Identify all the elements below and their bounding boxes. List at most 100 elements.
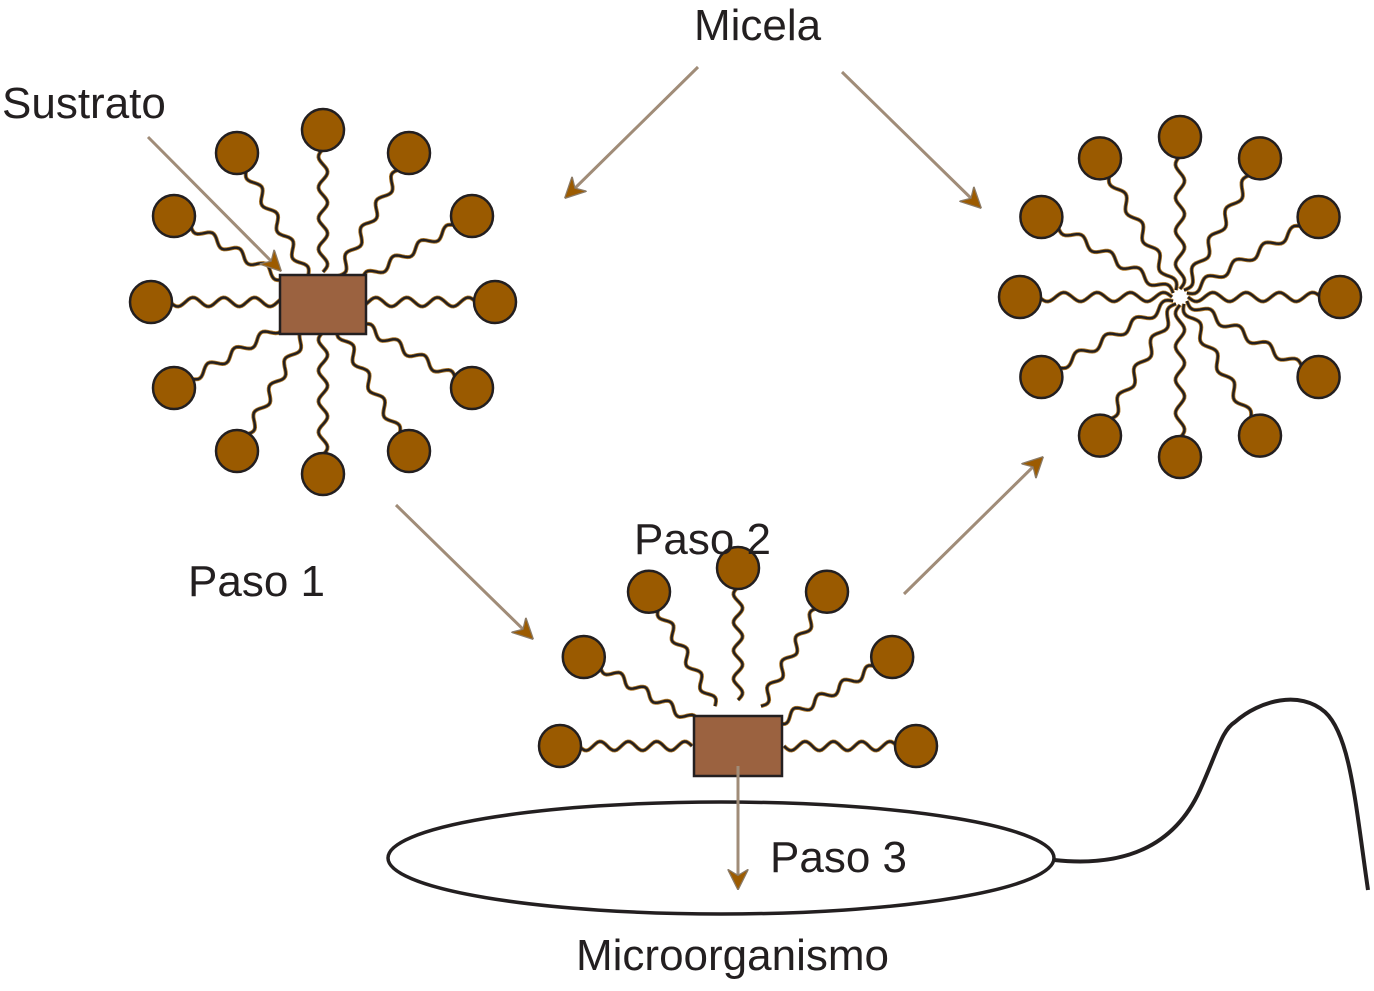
surfactant-molecule: [1181, 303, 1283, 458]
hydrophilic-head: [214, 130, 260, 176]
label-paso2: Paso 2: [634, 515, 771, 564]
hydrophobic-tail: [246, 326, 309, 436]
surfactant-molecule: [777, 634, 915, 727]
hydrophilic-head: [1019, 194, 1064, 240]
hydrophilic-head: [128, 279, 174, 325]
surfactant-molecule: [537, 723, 694, 769]
surfactant-molecule: [1186, 274, 1363, 320]
micelle-with-substrate: [128, 107, 518, 497]
surfactant-molecule: [214, 130, 311, 277]
hydrophobic-tail: [777, 664, 876, 726]
hydrophilic-head: [1157, 434, 1203, 480]
hydrophobic-tail: [578, 740, 693, 752]
surfactant-molecule: [626, 569, 719, 707]
hydrophobic-tail: [169, 296, 294, 308]
hydrophilic-head: [893, 723, 939, 769]
hydrophilic-head: [1237, 413, 1283, 458]
surfactant-molecule: [214, 326, 309, 474]
hydrophilic-head: [449, 193, 495, 239]
surfactant-molecule: [151, 193, 299, 288]
surfactant-molecule: [561, 634, 701, 724]
surfactant-molecule: [335, 327, 432, 474]
hydrophobic-tail: [244, 169, 311, 277]
hydrophilic-head: [804, 569, 850, 615]
hydrophilic-head: [449, 365, 495, 411]
hydrophilic-head: [715, 545, 761, 591]
label-microorganismo: Microorganismo: [576, 931, 889, 980]
label-paso1: Paso 1: [188, 557, 325, 606]
hydrophilic-head: [1157, 114, 1203, 160]
hydrophobic-tail: [1185, 300, 1304, 368]
hydrophobic-tail: [1174, 304, 1186, 439]
hydrophobic-tail: [335, 327, 402, 435]
hydrophilic-head: [869, 634, 915, 680]
hydrophobic-tail: [352, 296, 477, 308]
hydrophobic-tail: [1109, 302, 1177, 421]
surfactant-molecule: [1186, 194, 1341, 296]
surfactant-molecule: [1185, 300, 1341, 400]
substrate-block: [278, 273, 368, 336]
hydrophilic-head: [386, 130, 432, 176]
hydrophilic-head: [300, 107, 346, 153]
hydrophobic-tail: [1038, 291, 1173, 303]
hydrophobic-tail: [1056, 226, 1175, 294]
hydrophilic-head: [1317, 274, 1363, 320]
hydrophobic-tail: [599, 666, 700, 724]
hydrophobic-tail: [348, 223, 456, 290]
surfactant-molecule: [1157, 303, 1203, 480]
surfactant-molecule: [782, 723, 939, 769]
arrow-micela-left: [566, 65, 700, 197]
hydrophobic-tail: [1107, 174, 1178, 291]
hydrophobic-tail: [760, 607, 818, 708]
label-sustrato: Sustrato: [2, 79, 166, 128]
hydrophilic-head: [214, 428, 260, 474]
surfactant-molecule: [997, 274, 1174, 320]
hydrophilic-head: [472, 279, 518, 325]
hydrophilic-head: [537, 723, 583, 769]
surfactant-molecule: [1077, 136, 1179, 291]
hydrophilic-head: [626, 569, 672, 615]
hydrophobic-tail: [317, 331, 329, 456]
hydrophilic-head: [997, 274, 1043, 320]
arrow-micela-right: [840, 70, 980, 207]
flagellum: [1053, 697, 1370, 891]
surfactant-molecule: [1077, 302, 1177, 458]
hydrophilic-head: [151, 193, 197, 239]
hydrophobic-tail: [732, 586, 744, 701]
label-micela: Micela: [694, 1, 822, 50]
surfactant-molecule: [351, 279, 518, 325]
arrow-paso1: [394, 503, 532, 638]
surfactant-molecule: [300, 107, 346, 274]
surfactant-molecule: [1019, 298, 1174, 400]
hydrophobic-tail: [1182, 303, 1253, 420]
arrow-paso2: [902, 458, 1042, 596]
surfactant-molecule: [347, 316, 495, 411]
hydrophobic-tail: [1057, 299, 1174, 370]
hydrophobic-tail: [347, 316, 457, 379]
hydrophilic-head: [561, 634, 607, 680]
surfactant-molecule: [1183, 136, 1283, 292]
half-micelle-on-cell: [537, 545, 939, 769]
hydrophilic-head: [1296, 194, 1341, 240]
hydrophobic-tail: [189, 225, 299, 288]
surfactant-molecule: [1019, 194, 1175, 294]
microorganism-cell: [386, 800, 1056, 916]
surfactant-molecule: [128, 279, 295, 325]
hydrophilic-head: [1077, 413, 1123, 458]
arrow-sustrato: [146, 135, 280, 270]
hydrophilic-head: [1296, 354, 1341, 400]
hydrophobic-tail: [783, 740, 898, 752]
surfactant-molecule: [151, 314, 298, 411]
surfactant-molecule: [337, 130, 432, 278]
surfactant-molecule: [715, 545, 761, 702]
hydrophobic-tail: [1174, 155, 1186, 290]
hydrophilic-head: [1077, 136, 1123, 181]
surfactant-molecule: [300, 330, 346, 497]
surfactant-molecule: [760, 569, 850, 709]
surfactant-molecule: [1157, 114, 1203, 291]
hydrophobic-tail: [317, 148, 329, 273]
hydrophilic-head: [1237, 136, 1283, 181]
hydrophobic-tail: [656, 608, 718, 707]
